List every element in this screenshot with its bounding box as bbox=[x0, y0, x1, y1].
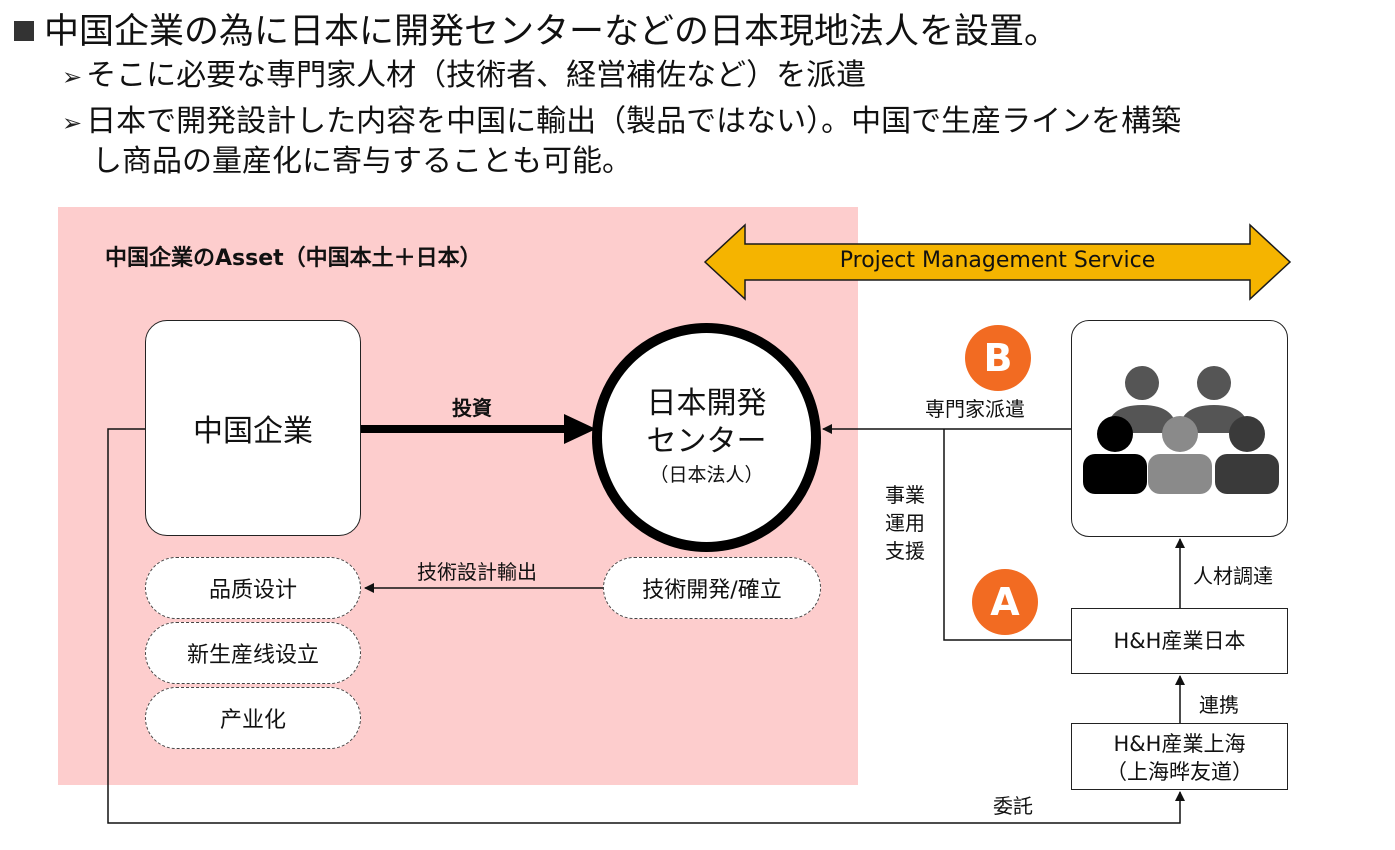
china-company-box: 中国企業 bbox=[145, 320, 361, 536]
header-sub2-line2: し商品の量産化に寄与することも可能。 bbox=[92, 144, 632, 179]
expert-people-box bbox=[1071, 320, 1288, 537]
business-support-line1: 事業 bbox=[885, 483, 925, 507]
expert-dispatch-label: 専門家派遣 bbox=[925, 397, 1025, 421]
hh-japan-box: H&H産業日本 bbox=[1071, 608, 1288, 674]
badge-a: A bbox=[972, 569, 1038, 635]
entrust-label: 委託 bbox=[993, 794, 1033, 818]
business-support-line bbox=[943, 429, 1071, 641]
hh-shanghai-box: H&H産業上海 （上海晔友道） bbox=[1071, 723, 1288, 790]
hh-shanghai-line1: H&H産業上海 bbox=[1113, 732, 1246, 756]
invest-label: 投資 bbox=[452, 396, 492, 420]
entrust-line bbox=[107, 428, 1185, 824]
header-sub2-line1: 日本で開発設計した内容を中国に輸出（製品ではない）。中国で生産ラインを構築 bbox=[86, 104, 1182, 139]
square-bullet-icon bbox=[14, 21, 34, 41]
header-sub1-text: そこに必要な専門家人材（技術者、経営補佐など）を派遣 bbox=[86, 58, 867, 93]
china-company-label: 中国企業 bbox=[193, 414, 313, 449]
china-item-new-line: 新生産线设立 bbox=[145, 622, 361, 684]
pms-double-arrow bbox=[703, 223, 1292, 301]
business-support-line2: 運用 bbox=[885, 511, 925, 535]
arrow-bullet-icon: ➢ bbox=[62, 109, 83, 137]
business-support-label: 事業 運用 支援 bbox=[885, 481, 925, 565]
dev-center-line3: （日本法人） bbox=[649, 464, 764, 486]
collaboration-label: 連携 bbox=[1199, 693, 1239, 717]
tech-dev-label: 技術開発/確立 bbox=[642, 578, 782, 603]
hh-shanghai-line2: （上海晔友道） bbox=[1106, 760, 1253, 784]
china-item-label: 品质设计 bbox=[208, 578, 297, 603]
tech-dev-pill: 技術開発/確立 bbox=[603, 557, 821, 619]
talent-procurement-label: 人材調達 bbox=[1193, 564, 1273, 588]
dev-center-line2: センター bbox=[646, 424, 767, 459]
header-sub1: ➢そこに必要な専門家人材（技術者、経営補佐など）を派遣 bbox=[62, 56, 866, 97]
tech-export-label: 技術設計輸出 bbox=[417, 560, 537, 584]
people-group-icon bbox=[1083, 366, 1279, 494]
badge-b: B bbox=[965, 325, 1031, 391]
china-item-industrialization: 产业化 bbox=[145, 687, 361, 749]
china-item-quality-design: 品质设计 bbox=[145, 557, 361, 619]
pms-label: Project Management Service bbox=[839, 248, 1156, 273]
dev-center-circle: 日本開発 センター （日本法人） bbox=[592, 323, 821, 552]
dev-center-line1: 日本開発 bbox=[646, 386, 767, 421]
china-item-label: 产业化 bbox=[219, 708, 286, 733]
header-sub2: ➢日本で開発設計した内容を中国に輸出（製品ではない）。中国で生産ラインを構築 bbox=[62, 102, 1181, 143]
asset-title: 中国企業のAsset（中国本土＋日本） bbox=[105, 246, 482, 271]
header-main: 中国企業の為に日本に開発センターなどの日本現地法人を設置。 bbox=[14, 10, 1059, 54]
china-item-label: 新生産线设立 bbox=[186, 643, 319, 668]
arrow-bullet-icon: ➢ bbox=[62, 63, 83, 91]
hh-japan-label: H&H産業日本 bbox=[1113, 629, 1246, 653]
header-main-text: 中国企業の為に日本に開発センターなどの日本現地法人を設置。 bbox=[44, 12, 1060, 52]
business-support-line3: 支援 bbox=[885, 539, 925, 563]
invest-arrowhead bbox=[564, 414, 596, 444]
